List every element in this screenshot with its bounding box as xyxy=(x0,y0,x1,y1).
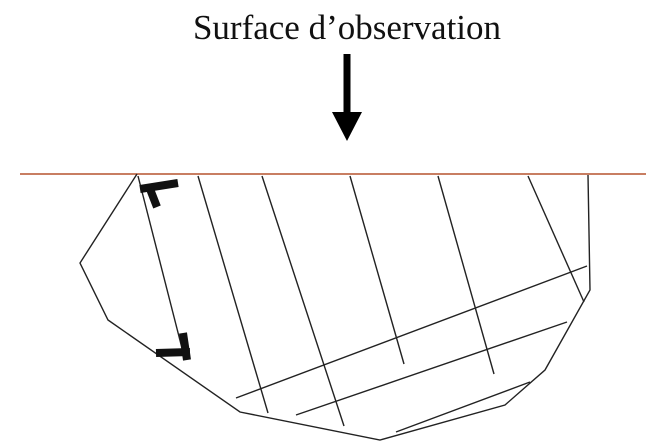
slip-line xyxy=(296,322,567,415)
dislocation-symbol-bottom xyxy=(156,333,190,360)
slip-line xyxy=(262,176,344,426)
slip-line xyxy=(528,176,584,302)
slip-line xyxy=(350,176,404,364)
slip-line xyxy=(438,176,494,374)
slip-line xyxy=(198,176,268,413)
slip-lines-secondary xyxy=(236,266,587,432)
slip-line xyxy=(396,382,530,432)
down-arrow-icon xyxy=(332,54,362,141)
slip-line xyxy=(138,176,185,360)
slip-lines-primary xyxy=(138,176,584,426)
slip-line xyxy=(236,266,587,398)
